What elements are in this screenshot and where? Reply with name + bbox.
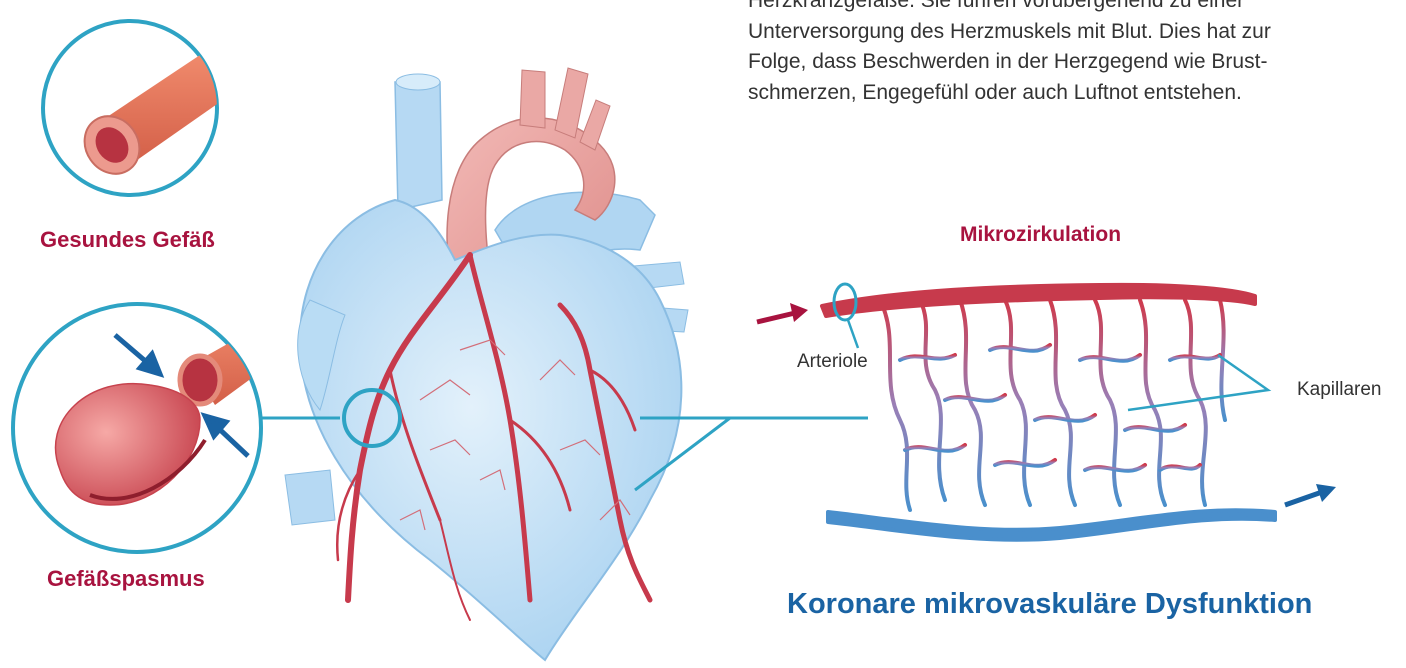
spasm-label: Gefäßspasmus — [47, 566, 205, 592]
capillaries-label: Kapillaren — [1297, 379, 1382, 401]
spasm-vessel-figure — [13, 304, 290, 552]
microcirculation-diagram — [757, 284, 1336, 540]
dysfunction-title: Koronare mikrovaskuläre Dysfunktion — [787, 588, 1312, 621]
heart-illustration — [285, 68, 688, 660]
intro-paragraph: Herzkranzgefäße. Sie führen vorübergehen… — [748, 0, 1398, 108]
outflow-arrow-icon — [1285, 484, 1336, 505]
arteriole-pointer-line — [848, 320, 858, 348]
arteriole-label: Arteriole — [797, 351, 868, 373]
microcirculation-label: Mikrozirkulation — [960, 223, 1121, 247]
healthy-vessel-figure — [43, 21, 230, 195]
inflow-arrow-icon — [757, 303, 808, 322]
healthy-vessel-label: Gesundes Gefäß — [40, 227, 215, 253]
